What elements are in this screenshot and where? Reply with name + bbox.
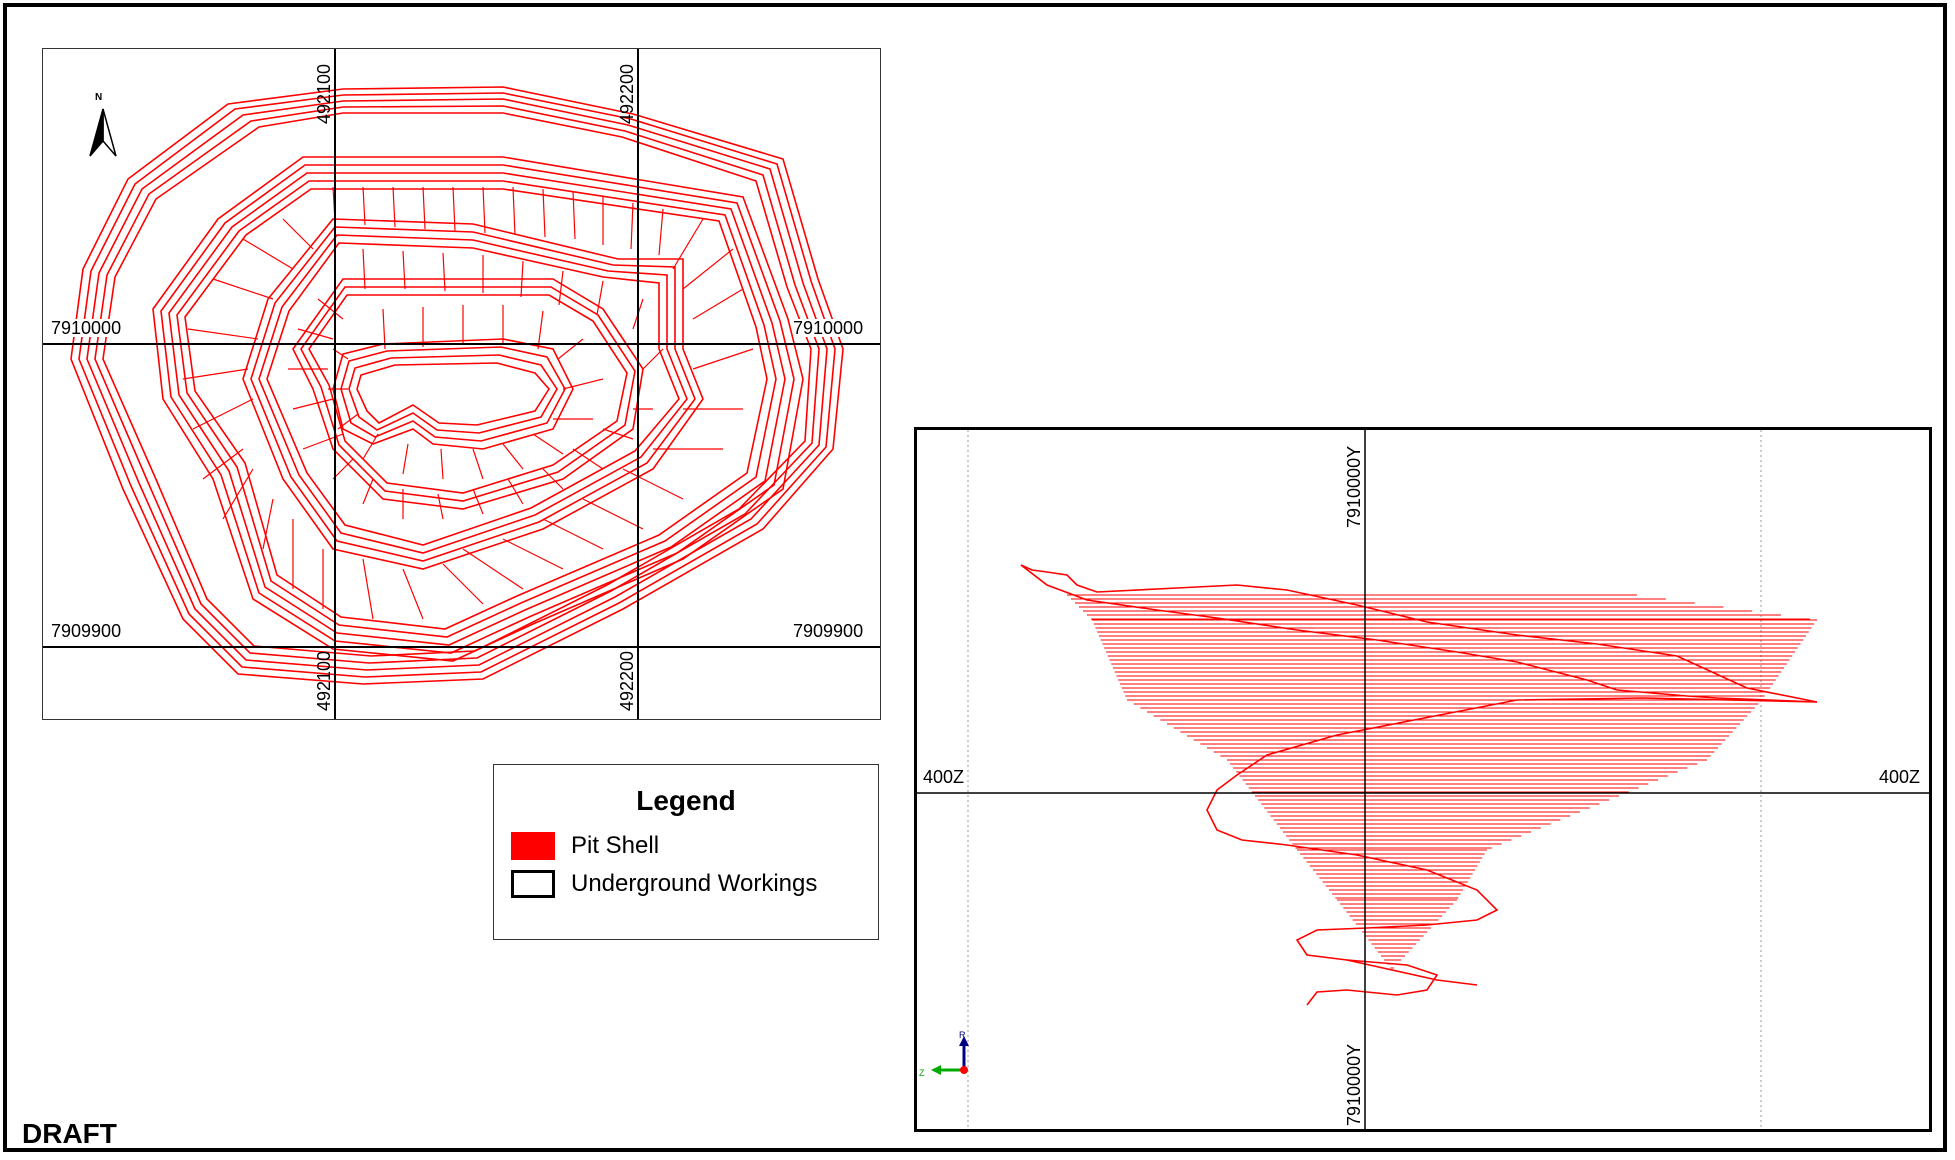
section-faint-grid xyxy=(967,430,1762,1129)
legend-title: Legend xyxy=(636,785,736,816)
legend: Legend Pit Shell Underground Workings xyxy=(493,764,879,940)
pit-shell-section-outline xyxy=(1020,564,1818,1006)
legend-item-pit-shell: Pit Shell xyxy=(511,831,659,861)
section-elevation-label-right: 400Z xyxy=(1879,767,1921,787)
northing-label-lower-left: 7909900 xyxy=(51,621,122,641)
north-arrow-icon xyxy=(89,108,117,157)
section-grid xyxy=(917,430,1929,1129)
section-northing-label-top: 7910000Y xyxy=(1344,445,1364,528)
axis-triad-left-label: Z xyxy=(919,1068,925,1078)
pit-shell-swatch xyxy=(511,832,555,860)
pit-shell-plan xyxy=(70,86,844,685)
plan-view-drawing xyxy=(43,49,880,719)
section-northing-label-bottom: 7910000Y xyxy=(1344,1043,1364,1126)
berm-ticks-plan xyxy=(182,186,754,620)
plan-view-map: N 492100 492200 492100 492200 7910000 79… xyxy=(42,48,881,720)
pit-shell-section-hatch xyxy=(1067,594,1817,969)
section-view-drawing xyxy=(917,430,1929,1129)
easting-label-top-right: 492200 xyxy=(617,63,637,124)
page-frame xyxy=(3,3,1947,1152)
axis-triad-icon xyxy=(931,1036,969,1075)
axis-triad-up-label: R xyxy=(959,1030,966,1040)
easting-label-top-left: 492100 xyxy=(314,63,334,124)
northing-label-lower-right: 7909900 xyxy=(793,621,864,641)
underground-workings-swatch xyxy=(511,870,555,898)
northing-label-upper-left: 7910000 xyxy=(51,318,122,338)
section-elevation-label-left: 400Z xyxy=(923,767,965,787)
easting-label-bottom-left: 492100 xyxy=(314,650,334,711)
northing-label-upper-right: 7910000 xyxy=(793,318,864,338)
plan-grid xyxy=(43,49,880,719)
legend-item-label: Underground Workings xyxy=(571,870,818,897)
legend-item-underground-workings: Underground Workings xyxy=(511,869,817,899)
easting-label-bottom-right: 492200 xyxy=(617,650,637,711)
north-label: N xyxy=(95,92,103,103)
draft-watermark: DRAFT xyxy=(22,1118,117,1149)
section-view: 7910000Y 7910000Y 400Z 400Z R Z xyxy=(914,427,1932,1132)
legend-item-label: Pit Shell xyxy=(571,832,660,859)
